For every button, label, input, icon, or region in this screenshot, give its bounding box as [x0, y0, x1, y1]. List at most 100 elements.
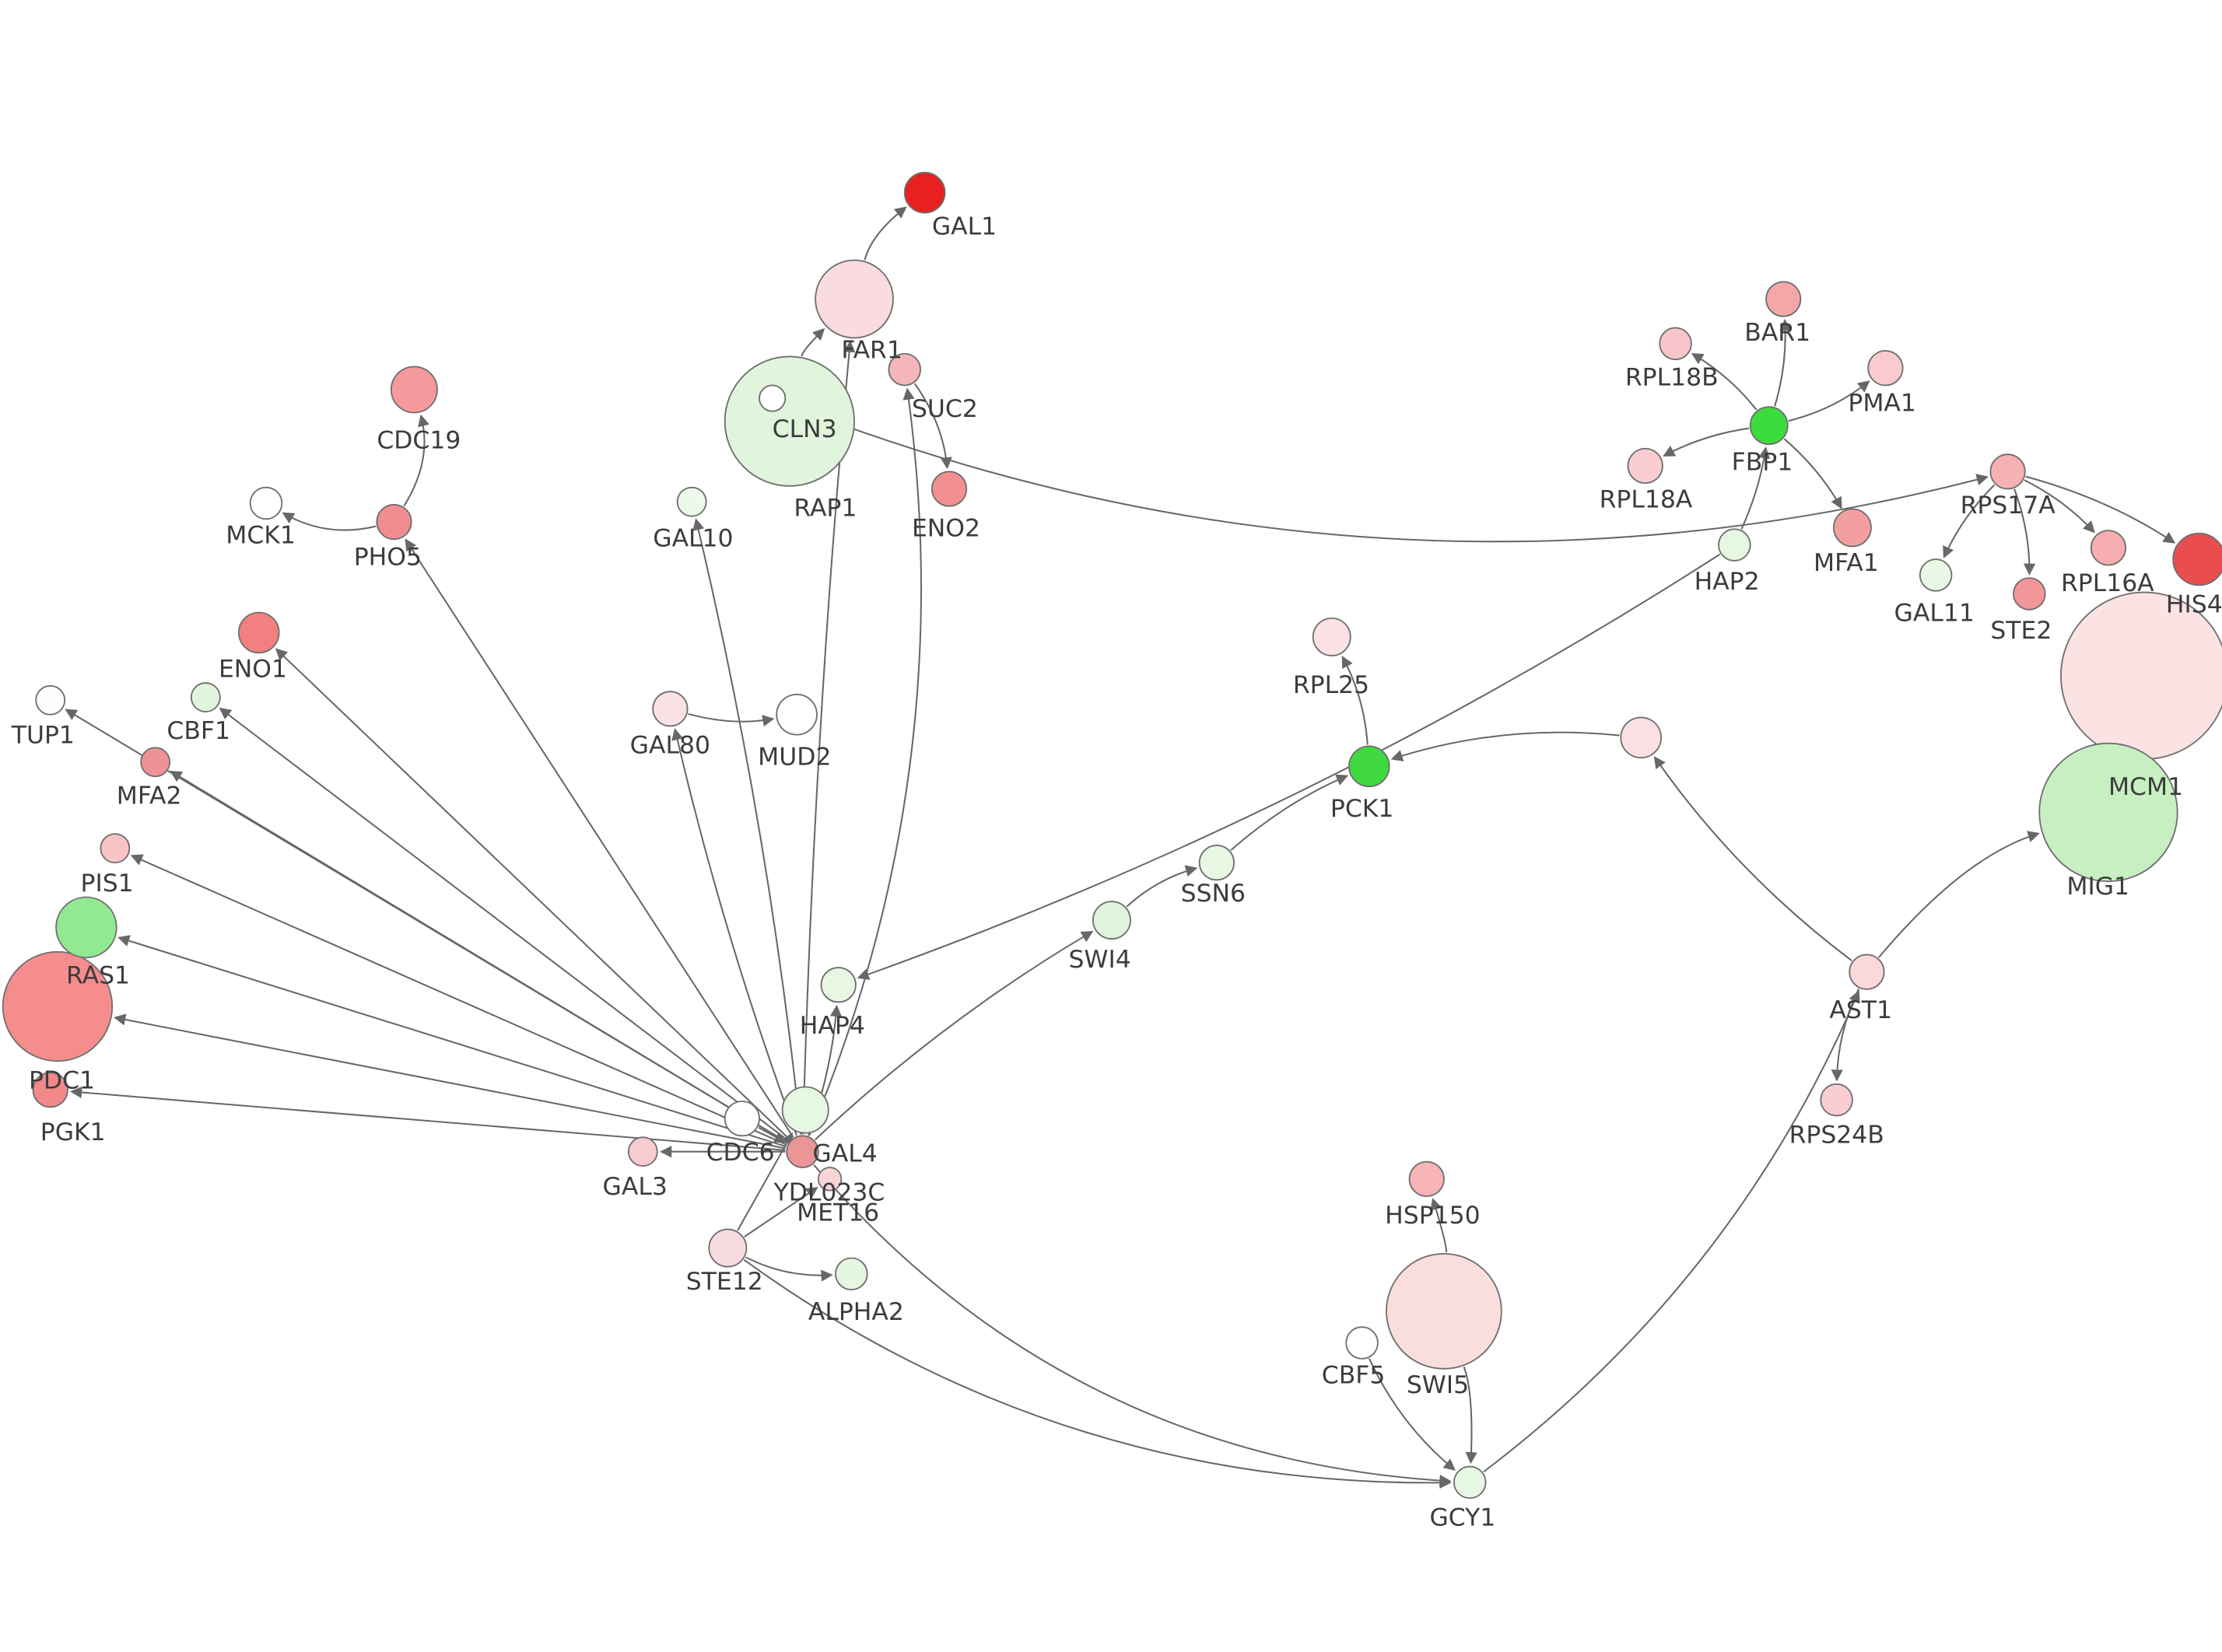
- edge-ssn6-pck1[interactable]: [1230, 774, 1349, 852]
- edge-gal4-eno1[interactable]: [275, 648, 791, 1141]
- edge-fbp1-rpl18b[interactable]: [1691, 352, 1758, 411]
- node-cdc19[interactable]: [390, 366, 438, 414]
- edge-swi5-hsp150[interactable]: [1430, 1198, 1448, 1253]
- node-fbp1[interactable]: [1749, 406, 1789, 446]
- node-pdc1[interactable]: [2, 950, 114, 1062]
- node-ste12[interactable]: [708, 1228, 748, 1268]
- edge-gal4-cbf1[interactable]: [219, 707, 790, 1143]
- edge-pck1-rpl25[interactable]: [1341, 655, 1369, 745]
- edge-rps17a-rpl16a[interactable]: [2024, 479, 2095, 534]
- edge-swi5-gcy1[interactable]: [1463, 1366, 1477, 1465]
- node-tup1[interactable]: [35, 684, 66, 716]
- edge-gal4-gcy1[interactable]: [813, 1164, 1452, 1487]
- edge-ste12-ydl023c[interactable]: [737, 1132, 794, 1231]
- edge-ast1-mig1[interactable]: [1877, 831, 2040, 958]
- node-cdc6[interactable]: [724, 1101, 760, 1137]
- edge-gal4-pho5[interactable]: [405, 538, 794, 1138]
- edge-gal4-pdc1[interactable]: [114, 1013, 786, 1150]
- node-cbf5[interactable]: [1345, 1326, 1379, 1360]
- node-ydl023c[interactable]: [781, 1086, 829, 1134]
- edge-ste12-alpha2[interactable]: [745, 1256, 833, 1282]
- node-ste2[interactable]: [2013, 577, 2046, 611]
- edge-rap1-rps17a[interactable]: [785, 402, 1989, 543]
- edge-gal4-gal80[interactable]: [671, 728, 797, 1136]
- edge-ast1-unnamed[interactable]: [1653, 756, 1852, 962]
- node-rpl16a[interactable]: [2090, 530, 2127, 566]
- node-ast1[interactable]: [1849, 954, 1885, 990]
- edge-ste12-gcy1[interactable]: [743, 1258, 1452, 1489]
- node-cln3[interactable]: [724, 355, 855, 487]
- node-his4[interactable]: [2172, 532, 2222, 586]
- node-rps24b[interactable]: [1820, 1083, 1853, 1117]
- node-pma1[interactable]: [1867, 350, 1904, 387]
- edge-swi4-ssn6[interactable]: [1126, 865, 1198, 908]
- edge-gcy1-ast1[interactable]: [1483, 990, 1860, 1473]
- edge-cln3-far1[interactable]: [801, 327, 825, 357]
- edge-fbp1-rpl18a[interactable]: [1663, 427, 1750, 457]
- edge-rps17a-ste2[interactable]: [2013, 488, 2036, 576]
- edge-suc2-eno2[interactable]: [913, 383, 952, 470]
- node-gal10[interactable]: [676, 486, 707, 517]
- node-alpha2[interactable]: [835, 1257, 868, 1291]
- node-unnamed[interactable]: [1620, 716, 1662, 759]
- node-rpl18b[interactable]: [1659, 327, 1692, 361]
- edge-gal4-suc2[interactable]: [808, 387, 923, 1136]
- node-bar1[interactable]: [1765, 281, 1802, 317]
- edge-gal4-mfa2[interactable]: [170, 770, 788, 1144]
- edge-rps17a-gal11[interactable]: [1943, 484, 1996, 559]
- node-pis1[interactable]: [100, 833, 131, 864]
- edge-cbf5-gcy1[interactable]: [1368, 1358, 1456, 1471]
- node-label-ssn6: SSN6: [1181, 880, 1246, 908]
- node-pho5[interactable]: [376, 503, 412, 541]
- node-swi5[interactable]: [1386, 1253, 1502, 1370]
- node-ras1[interactable]: [55, 896, 117, 959]
- node-cbf1[interactable]: [190, 682, 221, 712]
- node-swi4[interactable]: [1092, 901, 1131, 940]
- edge-pho5-cdc19[interactable]: [403, 414, 429, 507]
- node-met16[interactable]: [817, 1167, 843, 1192]
- edge-hap2-fbp1[interactable]: [1740, 446, 1771, 530]
- node-rap1[interactable]: [759, 384, 787, 412]
- node-hap4[interactable]: [820, 967, 857, 1003]
- node-gal80[interactable]: [652, 691, 689, 727]
- node-mfa2[interactable]: [140, 747, 171, 778]
- edge-hap2-hap4[interactable]: [857, 553, 1721, 980]
- node-label-pck1: PCK1: [1330, 795, 1393, 823]
- edge-gal4-pgk1[interactable]: [69, 1086, 786, 1151]
- node-gcy1[interactable]: [1453, 1465, 1487, 1500]
- node-suc2[interactable]: [888, 352, 921, 387]
- node-gal11[interactable]: [1919, 558, 1953, 592]
- node-rpl18a[interactable]: [1627, 447, 1663, 485]
- node-mck1[interactable]: [249, 486, 283, 520]
- edge-pho5-mck1[interactable]: [282, 512, 377, 531]
- node-eno2[interactable]: [931, 471, 968, 507]
- edge-gal4-ras1[interactable]: [117, 935, 787, 1148]
- node-rps17a[interactable]: [1989, 453, 2026, 490]
- node-gal4[interactable]: [786, 1135, 819, 1168]
- node-hap2[interactable]: [1718, 528, 1751, 562]
- node-gal1[interactable]: [903, 171, 946, 214]
- edge-rps17a-his4[interactable]: [2025, 475, 2176, 544]
- edge-fbp1-pma1[interactable]: [1788, 380, 1870, 422]
- edge-ste12-met16[interactable]: [744, 1186, 818, 1237]
- edge-gal4-swi4[interactable]: [814, 930, 1094, 1141]
- node-ssn6[interactable]: [1198, 845, 1235, 881]
- node-mfa1[interactable]: [1832, 508, 1872, 548]
- node-rpl25[interactable]: [1312, 617, 1351, 656]
- node-hsp150[interactable]: [1408, 1160, 1445, 1197]
- edge-fbp1-mfa1[interactable]: [1783, 438, 1842, 509]
- node-mig1[interactable]: [2038, 742, 2178, 883]
- node-eno1[interactable]: [237, 611, 280, 654]
- edge-gal80-mud2[interactable]: [688, 712, 775, 727]
- node-far1[interactable]: [815, 259, 894, 339]
- edge-far1-gal1[interactable]: [864, 206, 907, 261]
- edge-fbp1-bar1[interactable]: [1774, 318, 1792, 407]
- edge-gal4-gal10[interactable]: [692, 518, 802, 1135]
- node-pck1[interactable]: [1348, 745, 1390, 788]
- node-pgk1[interactable]: [32, 1072, 68, 1108]
- edge-gal4-pis1[interactable]: [130, 854, 787, 1146]
- node-gal3[interactable]: [627, 1136, 658, 1167]
- node-mud2[interactable]: [776, 693, 818, 736]
- edge-unnamed-pck1[interactable]: [1390, 731, 1620, 761]
